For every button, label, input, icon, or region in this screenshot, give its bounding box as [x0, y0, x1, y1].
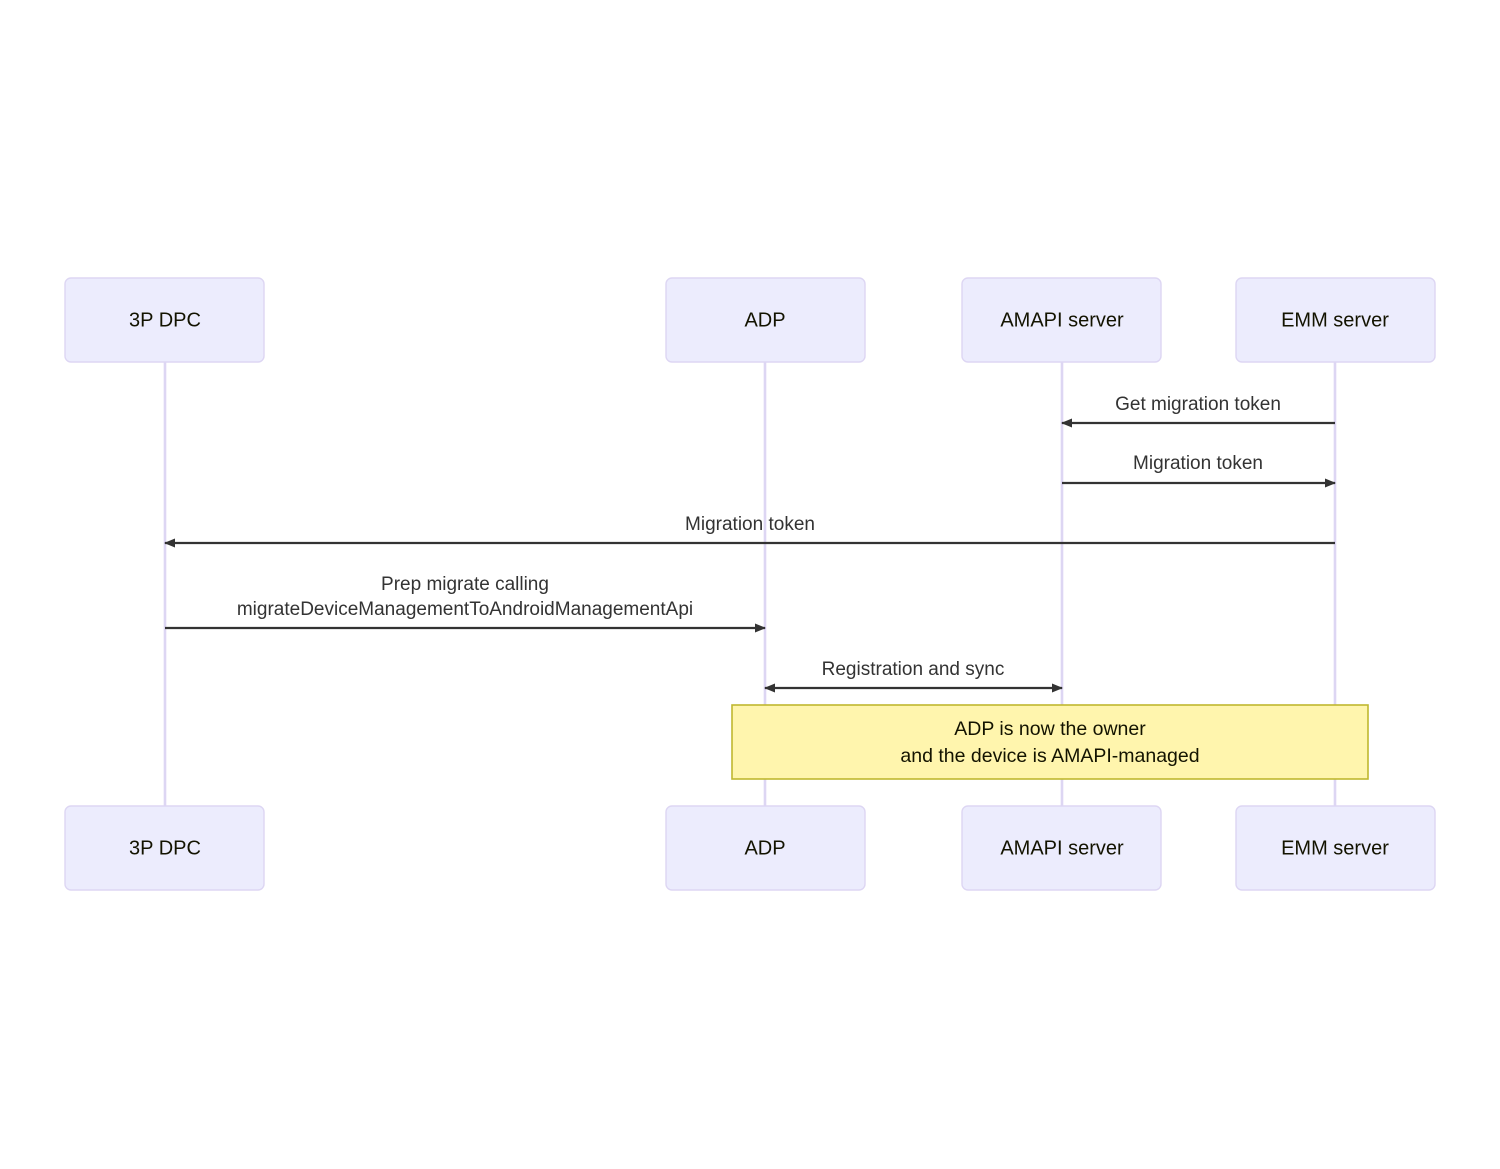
actor-box-adp-top[interactable]	[665, 277, 866, 363]
bottom-actor-boxes: 3P DPC ADP AMAPI server EMM server	[64, 805, 1436, 891]
message-label-m1: Get migration token	[1115, 394, 1281, 415]
actor-box-amapi-top[interactable]	[961, 277, 1162, 363]
note-box[interactable]	[731, 704, 1369, 780]
actor-label-adp-top: ADP	[744, 309, 785, 331]
actor-box-emm-bottom[interactable]	[1235, 805, 1436, 891]
note-text-line2: and the device is AMAPI-managed	[900, 745, 1199, 767]
actor-box-adp-bottom[interactable]	[665, 805, 866, 891]
actor-label-dpc-top: 3P DPC	[129, 309, 201, 331]
top-actor-boxes: 3P DPC ADP AMAPI server EMM server	[64, 277, 1436, 363]
actor-label-amapi-top: AMAPI server	[1000, 309, 1124, 331]
actor-label-emm-bottom: EMM server	[1281, 837, 1389, 859]
actor-box-dpc-bottom[interactable]	[64, 805, 265, 891]
actor-label-adp-bottom: ADP	[744, 837, 785, 859]
note-text-line1: ADP is now the owner	[954, 718, 1146, 740]
actor-box-dpc-top[interactable]	[64, 277, 265, 363]
message-label-m4-line1: Prep migrate calling	[381, 574, 549, 595]
message-label-m4-line2: migrateDeviceManagementToAndroidManageme…	[237, 599, 693, 620]
message-label-m2: Migration token	[1133, 453, 1263, 474]
actor-label-emm-top: EMM server	[1281, 309, 1389, 331]
actor-box-amapi-bottom[interactable]	[961, 805, 1162, 891]
message-label-m3: Migration token	[685, 514, 815, 535]
message-label-m5: Registration and sync	[822, 659, 1005, 680]
actor-label-dpc-bottom: 3P DPC	[129, 837, 201, 859]
note-group: ADP is now the owner and the device is AM…	[731, 704, 1369, 780]
actor-label-amapi-bottom: AMAPI server	[1000, 837, 1124, 859]
actor-box-emm-top[interactable]	[1235, 277, 1436, 363]
